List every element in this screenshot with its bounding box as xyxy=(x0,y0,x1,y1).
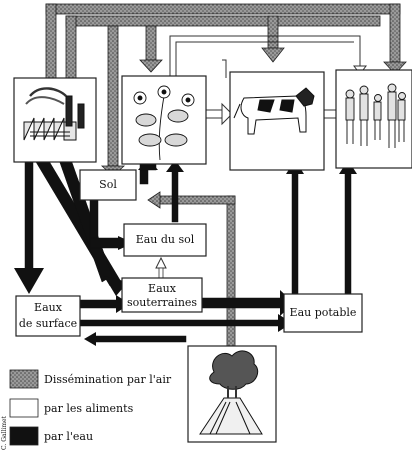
people-box xyxy=(335,69,412,169)
legend xyxy=(9,369,39,446)
legend-food-label: par les aliments xyxy=(44,402,134,415)
text-boxes xyxy=(15,169,363,337)
cow-box xyxy=(229,71,325,171)
food-arrow-up xyxy=(155,256,167,269)
eau-du-sol-label: Eau du sol xyxy=(135,233,195,246)
legend-air-swatch xyxy=(9,369,39,389)
eaux-souterraines-label-1: Eaux xyxy=(148,282,176,295)
legend-food-swatch xyxy=(9,398,39,418)
volcano-icon xyxy=(199,350,263,435)
air-pathways xyxy=(45,3,401,347)
plant-icon xyxy=(133,85,195,161)
eau-potable-label: Eau potable xyxy=(289,306,357,319)
eau-potable-box xyxy=(283,293,363,333)
plant-box xyxy=(121,75,207,165)
people-icon xyxy=(345,83,406,148)
legend-air-label: Dissémination par l'air xyxy=(44,373,172,386)
sol-box xyxy=(79,169,137,201)
image-credit: C. Gallimet xyxy=(1,416,8,450)
factory-box xyxy=(13,77,97,163)
eaux-surface-label-2: de surface xyxy=(18,317,78,330)
legend-water-swatch xyxy=(9,426,39,446)
sol-label: Sol xyxy=(99,178,117,191)
food-stem-up xyxy=(158,267,164,279)
cow-icon xyxy=(233,87,315,135)
eau-du-sol-box xyxy=(123,223,207,257)
eaux-souterraines-label-2: souterraines xyxy=(126,296,198,309)
eaux-souterraines-box xyxy=(121,277,203,313)
volcano-box xyxy=(187,345,277,443)
food-pathways xyxy=(169,35,361,119)
legend-water-label: par l'eau xyxy=(44,430,94,443)
eaux-surface-label-1: Eaux xyxy=(34,301,62,314)
factory-icon xyxy=(23,87,85,141)
eaux-surface-box xyxy=(15,295,81,337)
